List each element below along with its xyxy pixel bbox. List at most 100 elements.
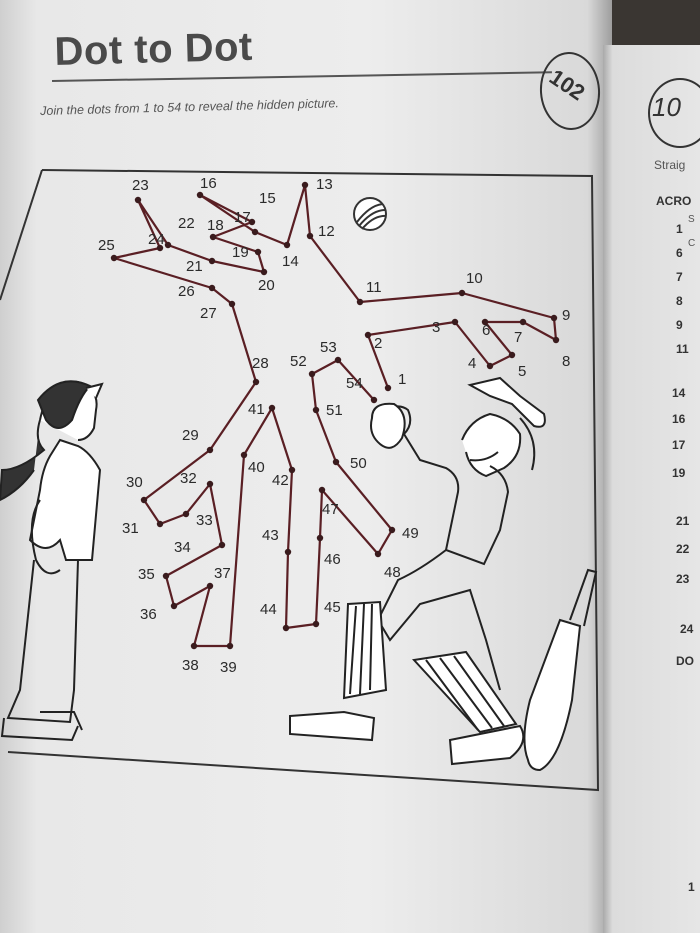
cricket-ball-icon <box>353 197 387 231</box>
dot-number-label: 27 <box>200 305 217 322</box>
next-page-badge <box>648 78 700 148</box>
clue-number: 9 <box>676 318 683 332</box>
dot-point <box>251 228 259 236</box>
clue-number: 22 <box>676 542 690 556</box>
dot-number-label: 52 <box>290 353 307 370</box>
clue-number: 21 <box>676 514 690 528</box>
dot-number-label: 1 <box>398 371 406 388</box>
dot-path-line <box>112 183 558 648</box>
dot-point <box>306 232 314 240</box>
dot-point <box>218 541 226 549</box>
dot-number-label: 24 <box>148 231 165 248</box>
dot-point <box>162 572 170 580</box>
dot-point <box>254 248 262 256</box>
dot-number-label: 29 <box>182 427 199 444</box>
dot-point <box>164 241 172 249</box>
dot-number-label: 43 <box>262 527 279 544</box>
dot-number-label: 25 <box>98 237 115 254</box>
dot-number-label: 31 <box>122 520 139 537</box>
clue-number: 14 <box>672 386 686 400</box>
dot-point <box>486 362 494 370</box>
dot-point <box>458 289 466 297</box>
dot-number-label: 53 <box>320 339 337 356</box>
dot-point <box>519 318 527 326</box>
dot-number-label: 16 <box>200 175 217 192</box>
dot-number-label: 19 <box>232 244 249 261</box>
next-page-heading: Straig <box>654 158 686 172</box>
clue-number: 7 <box>676 270 683 284</box>
dot-point <box>356 298 364 306</box>
clue-number: 6 <box>676 246 683 260</box>
dot-point <box>374 550 382 558</box>
dot-number-label: 15 <box>259 190 276 207</box>
dot-point <box>240 451 248 459</box>
clue-number: 24 <box>680 622 694 636</box>
dot-point <box>190 642 198 650</box>
dot-number-label: 47 <box>322 501 339 518</box>
dot-number-label: 30 <box>126 474 143 491</box>
dot-number-label: 34 <box>174 539 191 556</box>
dot-point <box>508 351 516 359</box>
cricketer-figure <box>289 376 598 772</box>
clue-number: 16 <box>672 412 686 426</box>
dot-point <box>388 526 396 534</box>
clue-number: 8 <box>676 294 683 308</box>
dot-point <box>228 300 236 308</box>
dot-point <box>301 181 309 189</box>
dot-point <box>140 496 148 504</box>
dot-number-label: 18 <box>207 217 224 234</box>
dot-number-label: 6 <box>482 322 490 339</box>
picture-frame-edge <box>0 169 43 301</box>
clue-number: 23 <box>676 572 690 586</box>
dot-number-label: 11 <box>366 279 382 296</box>
dot-point <box>316 534 324 542</box>
clue-number: 11 <box>676 342 689 356</box>
dot-point <box>308 370 316 378</box>
dot-point <box>283 241 291 249</box>
clue-text-fragment: S <box>688 214 695 225</box>
dot-point <box>288 466 296 474</box>
dot-number-label: 33 <box>196 512 213 529</box>
dot-number-label: 12 <box>318 223 335 240</box>
dot-point <box>206 582 214 590</box>
dot-number-label: 54 <box>346 375 363 392</box>
dot-number-label: 38 <box>182 657 199 674</box>
dot-point <box>206 446 214 454</box>
dot-number-label: 41 <box>248 401 265 418</box>
dot-point <box>209 233 217 241</box>
dot-point <box>384 384 392 392</box>
clue-number: 19 <box>672 466 686 480</box>
clue-number: 1 <box>676 222 683 236</box>
dot-number-label: 7 <box>514 329 522 346</box>
down-heading: DO <box>676 654 694 668</box>
dot-number-label: 28 <box>252 355 269 372</box>
dot-number-label: 22 <box>178 215 195 232</box>
dot-point <box>156 520 164 528</box>
dot-number-label: 3 <box>432 319 440 336</box>
dot-number-label: 45 <box>324 599 341 616</box>
clue-number: 1 <box>688 880 695 894</box>
dot-point <box>334 356 342 364</box>
dot-number-label: 5 <box>518 363 526 380</box>
dot-number-label: 39 <box>220 659 237 676</box>
across-heading: ACRO <box>656 194 692 208</box>
dot-number-label: 49 <box>402 525 419 542</box>
dot-point <box>282 624 290 632</box>
dot-number-label: 17 <box>234 209 251 226</box>
connected-dot-lines <box>112 183 558 648</box>
dot-number-label: 10 <box>466 270 483 287</box>
clue-number: 17 <box>672 438 686 452</box>
dot-number-label: 37 <box>214 565 231 582</box>
dot-number-label: 35 <box>138 566 155 583</box>
dot-number-label: 23 <box>132 177 149 194</box>
dot-number-label: 8 <box>562 353 570 370</box>
dot-number-label: 13 <box>316 176 333 193</box>
dot-number-label: 14 <box>282 253 299 270</box>
dot-number-label: 32 <box>180 470 197 487</box>
dot-number-label: 42 <box>272 472 289 489</box>
dot-point <box>268 404 276 412</box>
dot-point <box>206 480 214 488</box>
dot-number-label: 36 <box>140 606 157 623</box>
